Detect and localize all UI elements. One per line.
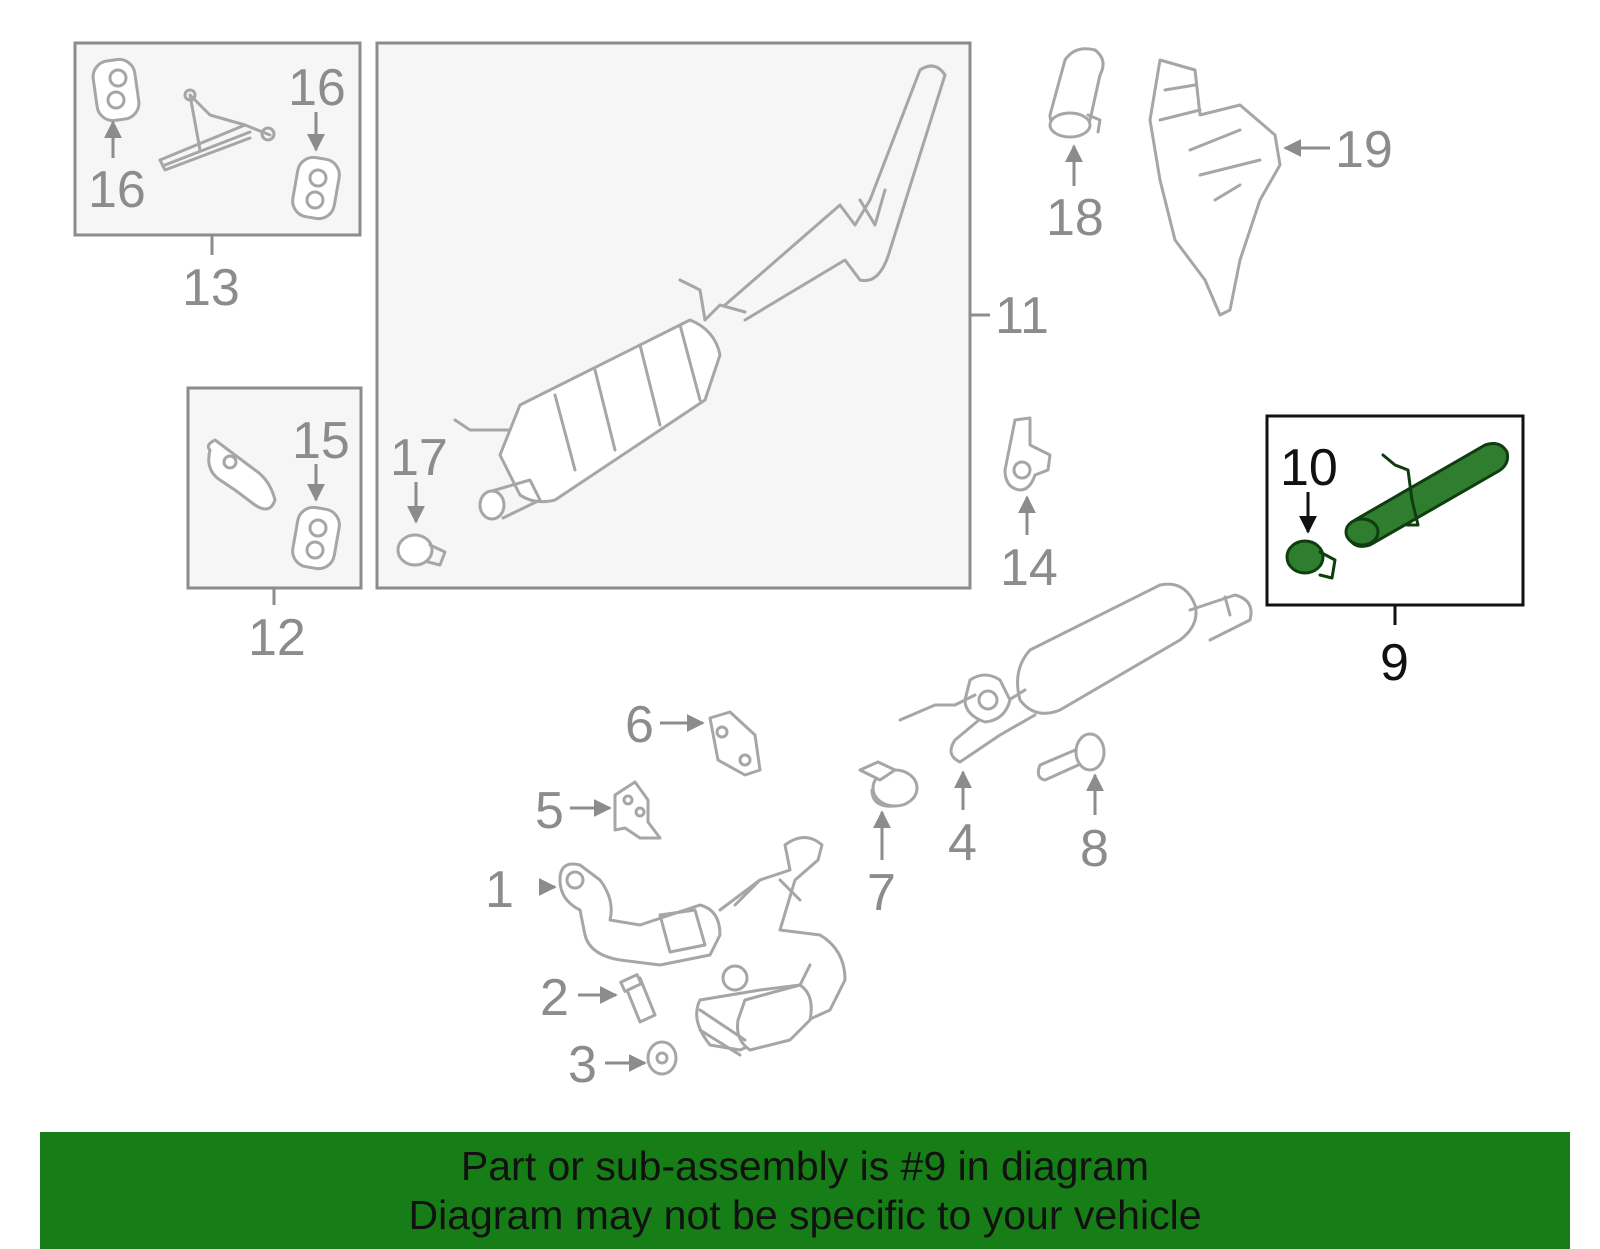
rubber-insulator-right xyxy=(291,155,341,221)
exhaust-clamp-17 xyxy=(396,533,447,567)
callout-7[interactable]: 7 xyxy=(867,864,896,922)
intermediate-pipe-4[interactable] xyxy=(898,582,1253,764)
banner-line-disclaimer: Diagram may not be specific to your vehi… xyxy=(408,1192,1202,1238)
muffler-body xyxy=(478,318,722,521)
hanger-rod xyxy=(206,438,277,511)
oxygen-sensor-2[interactable] xyxy=(619,973,657,1024)
hanger-bracket-14[interactable] xyxy=(1003,416,1052,492)
callout-16-bottom[interactable]: 16 xyxy=(88,161,146,219)
callout-11[interactable]: 11 xyxy=(995,287,1049,345)
stud-8[interactable] xyxy=(1036,732,1106,782)
callout-10[interactable]: 10 xyxy=(1280,439,1338,497)
callout-18[interactable]: 18 xyxy=(1046,189,1104,247)
callout-2[interactable]: 2 xyxy=(540,969,569,1027)
rubber-insulator xyxy=(291,505,341,571)
tail-pipe-extension-18[interactable] xyxy=(1048,47,1105,139)
callout-4[interactable]: 4 xyxy=(948,814,977,872)
callout-13[interactable]: 13 xyxy=(182,259,240,317)
callout-5[interactable]: 5 xyxy=(535,782,564,840)
info-banner: Part or sub-assembly is #9 in diagram Di… xyxy=(40,1132,1570,1249)
callout-17[interactable]: 17 xyxy=(390,429,448,487)
resonator-pipe-box-9[interactable]: 10 xyxy=(1265,414,1525,607)
nut-3[interactable] xyxy=(646,1040,678,1076)
hanger-wire-front xyxy=(678,278,747,322)
callout-16-top[interactable]: 16 xyxy=(288,59,346,117)
heat-shield-19[interactable] xyxy=(1148,58,1282,317)
callout-12[interactable]: 12 xyxy=(248,609,306,667)
bracket-5[interactable] xyxy=(613,780,662,840)
hanger-wire-rear xyxy=(453,418,512,432)
hanger-bracket xyxy=(158,88,276,172)
callout-14[interactable]: 14 xyxy=(1000,539,1058,597)
muffler-assembly-box-11[interactable]: 17 xyxy=(375,41,972,590)
callout-19[interactable]: 19 xyxy=(1335,121,1393,179)
hanger-kit-box-12[interactable]: 15 xyxy=(186,386,363,590)
exhaust-clamp-highlighted xyxy=(1285,539,1337,580)
callout-8[interactable]: 8 xyxy=(1080,820,1109,878)
front-pipe-catalytic-converters-1[interactable] xyxy=(558,836,847,1057)
callout-1[interactable]: 1 xyxy=(485,861,514,919)
hanger-kit-box-13[interactable]: 16 16 xyxy=(73,41,362,237)
rubber-insulator-left xyxy=(91,57,141,123)
callout-3[interactable]: 3 xyxy=(568,1036,597,1094)
tail-pipe xyxy=(723,64,947,322)
clamp-7[interactable] xyxy=(858,760,919,808)
callout-9[interactable]: 9 xyxy=(1380,634,1409,692)
resonator-pipe-highlighted xyxy=(1344,442,1509,548)
callout-15[interactable]: 15 xyxy=(292,412,350,470)
callout-6[interactable]: 6 xyxy=(625,696,654,754)
gasket-6[interactable] xyxy=(708,710,762,777)
banner-line-part-number: Part or sub-assembly is #9 in diagram xyxy=(460,1143,1150,1189)
